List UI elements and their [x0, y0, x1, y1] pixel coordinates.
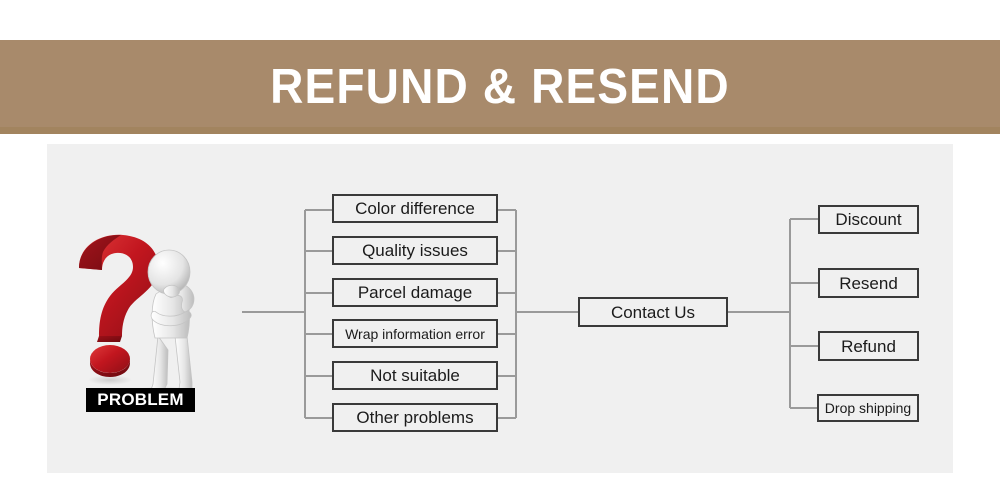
question-mark-thinking-person-icon: [63, 232, 213, 412]
problem-box-wrap-information-error[interactable]: Wrap information error: [332, 319, 498, 348]
solution-box-label: Discount: [835, 210, 902, 229]
problem-box-other-problems[interactable]: Other problems: [332, 403, 498, 432]
solution-box-discount[interactable]: Discount: [818, 205, 919, 234]
solution-box-label: Refund: [841, 336, 896, 356]
solution-box-drop-shipping[interactable]: Drop shipping: [817, 394, 919, 422]
solution-box-resend[interactable]: Resend: [818, 268, 919, 298]
problem-box-label: Parcel damage: [357, 283, 473, 302]
contact-us-label: Contact Us: [610, 302, 696, 322]
problem-box-label: Other problems: [356, 408, 474, 427]
problem-box-parcel-damage[interactable]: Parcel damage: [332, 278, 498, 307]
problem-box-label: Wrap information error: [345, 325, 485, 342]
solution-box-label: Drop shipping: [824, 400, 912, 416]
page-title: REFUND & RESEND: [270, 59, 730, 114]
problem-box-not-suitable[interactable]: Not suitable: [332, 361, 498, 390]
solution-box-refund[interactable]: Refund: [818, 331, 919, 361]
page-banner: REFUND & RESEND: [0, 40, 1000, 134]
banner-bottom-shade: [0, 127, 1000, 134]
problem-box-color-difference[interactable]: Color difference: [332, 194, 498, 223]
problem-box-quality-issues[interactable]: Quality issues: [332, 236, 498, 265]
problem-label: PROBLEM: [86, 388, 195, 412]
contact-us-box[interactable]: Contact Us: [578, 297, 728, 327]
problem-box-label: Not suitable: [370, 366, 460, 385]
problem-box-label: Color difference: [355, 199, 475, 218]
solution-box-label: Resend: [839, 273, 898, 293]
problem-box-label: Quality issues: [362, 241, 468, 260]
